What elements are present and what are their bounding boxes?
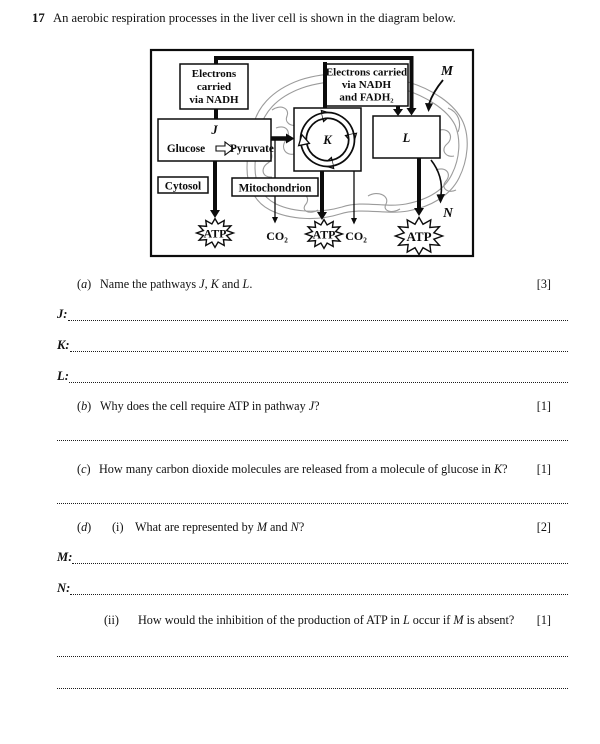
answer-line-j: J: <box>57 306 568 321</box>
arrow-j-to-atp <box>210 161 220 218</box>
answer-line-l: L: <box>57 368 568 383</box>
atp-burst-etc <box>395 217 442 254</box>
cytosol-label: Cytosol <box>165 181 201 193</box>
qdi-text: What are represented by M and N? <box>135 520 305 534</box>
qc-text: How many carbon dioxide molecules are re… <box>99 462 508 476</box>
answer-line-m: M: <box>57 549 568 564</box>
arrow-l-to-atp <box>414 158 424 216</box>
co2-label-2: CO₂ <box>345 229 367 243</box>
arrow-k-to-atp <box>317 171 327 220</box>
electrons-nadh-line1: Electrons <box>192 68 237 80</box>
dotted-line <box>69 350 568 352</box>
atp-label-1: ATP <box>204 227 227 241</box>
electrons-nadh-fadh-line3: and FADH₂ <box>339 92 394 104</box>
answer-label-m: M: <box>57 550 73 564</box>
co2-arrow-krebs <box>351 171 357 225</box>
electrons-nadh-line2: carried <box>197 81 231 93</box>
dotted-line <box>72 562 568 564</box>
box-pathway-j <box>157 118 272 162</box>
dotted-line <box>70 593 568 595</box>
atp-burst-glycolysis <box>197 219 234 248</box>
atp-burst-krebs <box>306 220 343 249</box>
arrow-l-to-n <box>430 159 445 204</box>
electrons-nadh-fadh-line1: Electrons carried <box>326 67 407 79</box>
n-annotation: N <box>442 205 454 220</box>
box-cytosol-label <box>157 176 209 194</box>
question-title: An aerobic respiration processes in the … <box>53 11 456 25</box>
answer-line-c <box>57 489 568 504</box>
pyruvate-label: Pyruvate <box>230 143 274 155</box>
electron-path-nadh-to-l <box>214 56 417 116</box>
answer-line-k: K: <box>57 337 568 352</box>
answer-line-b <box>57 426 568 441</box>
qc-marks: [1] <box>536 462 551 476</box>
mitochondrion-outline <box>246 72 468 220</box>
qd-label: (d) <box>77 520 92 534</box>
qa-text: Name the pathways J, K and L. <box>100 277 253 291</box>
qb-label: (b) <box>77 399 92 413</box>
box-pathway-k <box>293 107 362 172</box>
atp-label-3: ATP <box>406 229 431 244</box>
qb-text: Why does the cell require ATP in pathway… <box>100 399 320 413</box>
answer-label-l: L: <box>57 369 69 383</box>
answer-label-k: K: <box>57 338 70 352</box>
arrow-j-to-k <box>271 133 295 144</box>
qdi-marks: [2] <box>536 520 551 534</box>
box-mitochondrion-label <box>231 177 319 197</box>
electrons-nadh-line3: via NADH <box>189 94 239 106</box>
box-electrons-nadh <box>179 63 249 110</box>
answer-line-dii-1 <box>57 642 568 657</box>
dotted-line <box>68 381 568 383</box>
krebs-cycle-ring <box>297 109 358 170</box>
answer-label-n: N: <box>57 581 71 595</box>
dotted-line <box>67 319 568 321</box>
qdi-sub-label: (i) <box>112 520 124 534</box>
electron-arrow-nadh-fadh-to-l <box>393 106 403 116</box>
arrow-m-into-l <box>425 79 444 112</box>
answer-line-dii-2 <box>57 674 568 689</box>
glucose-label: Glucose <box>167 143 205 155</box>
atp-label-2: ATP <box>313 228 336 242</box>
co2-arrow-link-reaction <box>272 140 278 224</box>
glucose-to-pyruvate-arrow-icon <box>215 140 235 157</box>
qc-label: (c) <box>77 462 91 476</box>
m-annotation: M <box>440 63 454 78</box>
qb-marks: [1] <box>536 399 551 413</box>
box-electrons-nadh-fadh <box>324 63 409 107</box>
qdii-marks: [1] <box>536 613 551 627</box>
mitochondrion-label: Mitochondrion <box>239 183 313 195</box>
box-pathway-l <box>372 115 441 159</box>
pathway-k-label: K <box>322 133 333 147</box>
answer-line-n: N: <box>57 580 568 595</box>
pathway-j-label: J <box>210 123 218 137</box>
pathway-l-label: L <box>402 131 411 145</box>
co2-label-1: CO₂ <box>266 229 288 243</box>
electrons-nadh-fadh-line2: via NADH <box>342 79 392 91</box>
diagram-border <box>149 48 475 258</box>
question-number: 17 <box>32 11 45 25</box>
qdii-text: How would the inhibition of the producti… <box>138 613 515 627</box>
qdii-sub-label: (ii) <box>104 613 119 627</box>
qa-label: (a) <box>77 277 92 291</box>
qa-marks: [3] <box>536 277 551 291</box>
answer-label-j: J: <box>57 307 68 321</box>
